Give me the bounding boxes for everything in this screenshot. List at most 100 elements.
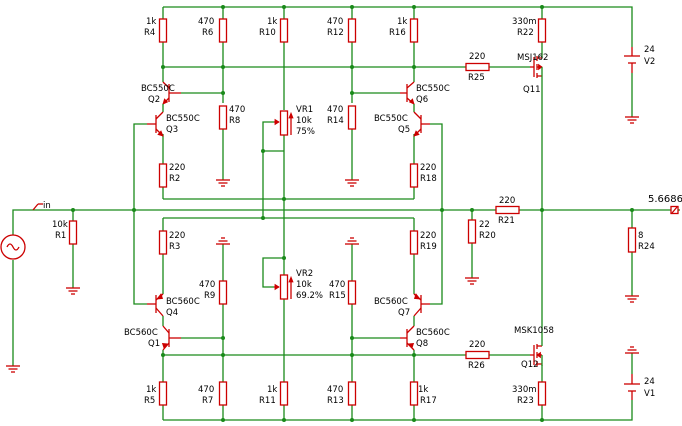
ground-icon	[216, 179, 230, 187]
mosfet-q11[interactable]: MSJ162 Q11	[517, 53, 548, 95]
ground-icon	[625, 116, 639, 124]
transistor-q8[interactable]: BC560C Q8	[400, 325, 450, 351]
svg-text:BC550C: BC550C	[416, 84, 450, 94]
svg-text:R4: R4	[144, 28, 155, 38]
ground-icon	[625, 295, 639, 303]
svg-text:R24: R24	[638, 242, 655, 252]
resistor-r14[interactable]: 470 R14	[327, 105, 357, 130]
ground-icon	[625, 346, 639, 354]
svg-text:10k: 10k	[52, 220, 68, 230]
svg-text:R15: R15	[329, 291, 346, 301]
svg-text:R1: R1	[55, 231, 66, 241]
transistor-q2[interactable]: BC550C Q2	[141, 81, 181, 112]
svg-text:R23: R23	[517, 396, 534, 406]
svg-text:R14: R14	[327, 116, 344, 126]
resistor-r16[interactable]: 1k R16	[389, 17, 419, 43]
battery-v1[interactable]: 24 V1	[624, 374, 655, 400]
ground-icon	[216, 237, 230, 245]
resistor-r9[interactable]: 470 R9	[199, 280, 228, 305]
svg-text:BC560C: BC560C	[166, 297, 200, 307]
resistor-r7[interactable]: 470 R7	[198, 381, 228, 406]
transistor-q6[interactable]: BC550C Q6	[400, 81, 450, 112]
svg-text:R22: R22	[517, 28, 534, 38]
svg-text:24: 24	[644, 377, 655, 387]
potentiometer-vr2[interactable]: VR2 10k 69.2%	[274, 269, 323, 301]
svg-text:BC560C: BC560C	[124, 328, 158, 338]
svg-text:75%: 75%	[296, 127, 315, 137]
resistor-r6[interactable]: 470 R6	[198, 17, 228, 43]
resistor-r17[interactable]: 1k R17	[409, 381, 437, 406]
resistor-r4[interactable]: 1k R4	[144, 17, 168, 43]
svg-text:10k: 10k	[296, 280, 312, 290]
svg-text:BC550C: BC550C	[166, 114, 200, 124]
resistor-r12[interactable]: 470 R12	[327, 17, 357, 43]
svg-text:470: 470	[327, 17, 343, 27]
transistor-q3[interactable]: BC550C Q3	[147, 111, 200, 137]
svg-text:VR1: VR1	[296, 105, 313, 115]
svg-text:470: 470	[199, 280, 215, 290]
mosfet-q12[interactable]: MSK1058 Q12	[514, 326, 554, 370]
resistor-r20[interactable]: 22 R20	[467, 219, 496, 244]
svg-text:Q2: Q2	[148, 95, 160, 105]
svg-text:220: 220	[420, 231, 436, 241]
svg-text:Q5: Q5	[398, 125, 410, 135]
resistor-r23[interactable]: 330m R23	[512, 381, 547, 406]
svg-text:Q4: Q4	[166, 308, 178, 318]
svg-text:10k: 10k	[296, 116, 312, 126]
svg-text:R8: R8	[229, 116, 240, 126]
svg-text:330m: 330m	[512, 385, 537, 395]
svg-text:1k: 1k	[418, 385, 428, 395]
signal-source[interactable]	[0, 234, 26, 260]
resistor-r3[interactable]: 220 R3	[158, 230, 186, 255]
svg-text:220: 220	[499, 196, 515, 206]
transistor-q4[interactable]: BC560C Q4	[147, 293, 200, 326]
junctions	[71, 5, 634, 422]
svg-text:R21: R21	[498, 216, 515, 226]
svg-text:R6: R6	[202, 28, 213, 38]
svg-text:220: 220	[469, 52, 485, 62]
resistor-r10[interactable]: 1k R10	[259, 17, 289, 43]
resistor-r15[interactable]: 470 R15	[329, 280, 357, 305]
resistor-r26[interactable]: 220 R26	[465, 340, 490, 371]
ground-icon	[66, 287, 80, 295]
potentiometer-vr1[interactable]: VR1 10k 75%	[274, 105, 315, 137]
svg-text:22: 22	[479, 220, 490, 230]
svg-text:24: 24	[644, 45, 655, 55]
svg-text:8: 8	[638, 231, 643, 241]
svg-text:470: 470	[229, 105, 245, 115]
resistor-r22[interactable]: 330m R22	[512, 17, 547, 43]
resistor-r18[interactable]: 220 R18	[409, 163, 437, 188]
svg-text:MSJ162: MSJ162	[517, 53, 548, 63]
svg-text:BC560C: BC560C	[416, 328, 450, 338]
svg-text:BC560C: BC560C	[374, 297, 408, 307]
transistor-q1[interactable]: BC560C Q1	[124, 325, 181, 351]
svg-text:R25: R25	[468, 73, 485, 83]
resistor-r25[interactable]: 220 R25	[465, 52, 490, 83]
resistor-r8[interactable]: 470 R8	[218, 105, 246, 130]
resistor-r19[interactable]: 220 R19	[409, 230, 437, 255]
svg-text:Q8: Q8	[416, 339, 428, 349]
resistor-r5[interactable]: 1k R5	[144, 381, 168, 406]
svg-text:VR2: VR2	[296, 269, 313, 279]
resistor-r11[interactable]: 1k R11	[259, 381, 289, 406]
svg-text:1k: 1k	[267, 385, 277, 395]
svg-text:1k: 1k	[397, 17, 407, 27]
resistor-r21[interactable]: 220 R21	[495, 196, 520, 226]
svg-text:R19: R19	[420, 242, 437, 252]
svg-text:330m: 330m	[512, 17, 537, 27]
transistor-q7[interactable]: BC560C Q7	[374, 293, 430, 326]
resistor-r2[interactable]: 220 R2	[158, 163, 186, 188]
svg-text:R9: R9	[204, 291, 215, 301]
resistor-r13[interactable]: 470 R13	[327, 381, 357, 406]
svg-text:R17: R17	[420, 396, 437, 406]
battery-v2[interactable]: 24 V2	[624, 45, 655, 73]
resistor-r24[interactable]: 8 R24	[627, 227, 655, 253]
svg-text:Q6: Q6	[416, 95, 428, 105]
transistor-q5[interactable]: BC550C Q5	[374, 111, 430, 137]
svg-text:5.6686: 5.6686	[648, 194, 682, 205]
svg-text:1k: 1k	[146, 385, 156, 395]
resistor-r1[interactable]: 10k R1	[52, 220, 78, 245]
input-probe: in	[32, 201, 51, 211]
